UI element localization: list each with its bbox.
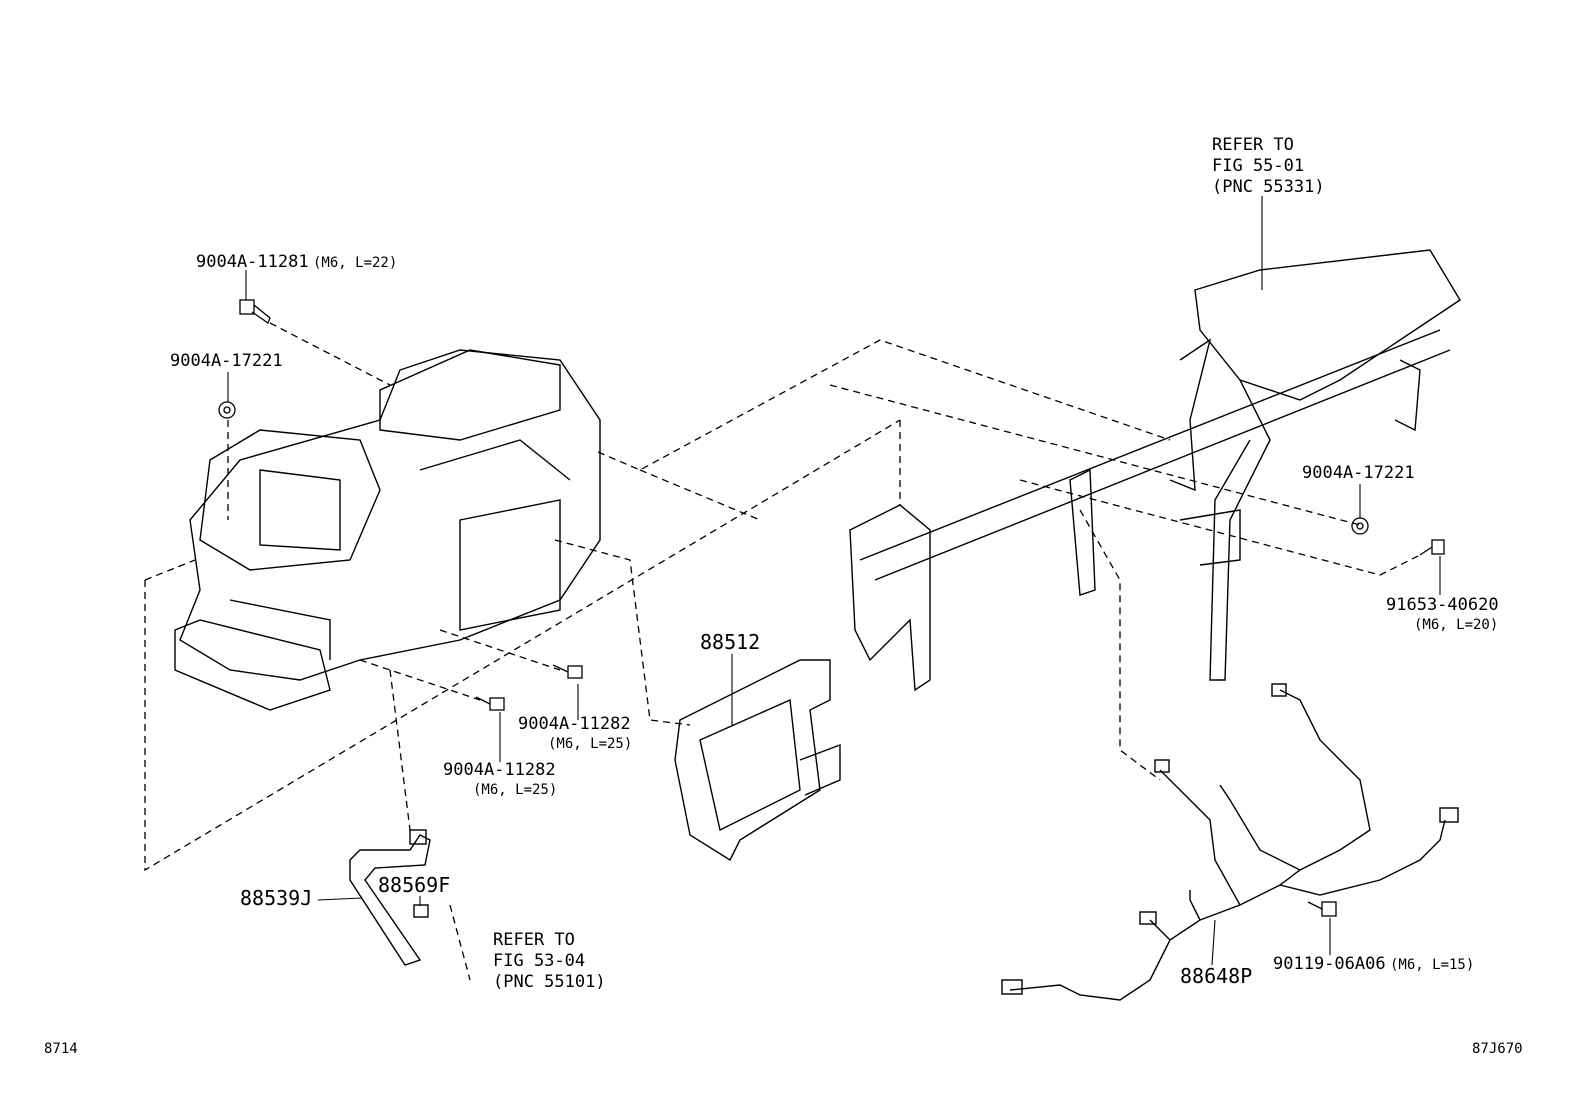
bolt-top-part-number: 9004A-11281 — [196, 252, 309, 272]
aspirator-hose — [349, 829, 431, 966]
sensor-part-number: 88569F — [378, 873, 451, 897]
bolt-mid-a-icon — [552, 664, 583, 679]
bolt-mid-a-spec: (M6, L=25) — [548, 736, 633, 752]
fasteners — [218, 299, 1445, 917]
refer-top-line3: (PNC 55331) — [1212, 177, 1325, 197]
bracket-part-number: 88512 — [700, 630, 761, 654]
footer-right-code: 87J670 — [1472, 1041, 1523, 1057]
bolt-mid-b-spec: (M6, L=25) — [473, 782, 558, 798]
refer-bottom-line2: FIG 53-04 — [493, 951, 586, 971]
bolt-mid-a-part-number: 9004A-11282 — [518, 714, 631, 734]
dashboard-frame — [849, 249, 1461, 692]
nut-left-icon — [218, 401, 236, 419]
refer-bottom-line3: (PNC 55101) — [493, 972, 606, 992]
bolt-mid-b-icon — [475, 696, 505, 711]
bolt-harness-spec: (M6, L=15) — [1390, 957, 1475, 973]
nut-right-icon — [1351, 517, 1369, 535]
solid-leader-lines — [227, 196, 1441, 966]
refer-top-line1: REFER TO — [1212, 135, 1294, 155]
nut-left-part-number: 9004A-17221 — [170, 351, 283, 371]
bolt-top-spec: (M6, L=22) — [313, 255, 398, 271]
refer-top-line2: FIG 55-01 — [1212, 156, 1305, 176]
footer-left-code: 8714 — [44, 1041, 78, 1057]
bolt-harness-part-number: 90119-06A06 — [1273, 954, 1386, 974]
nut-right-part-number: 9004A-17221 — [1302, 463, 1415, 483]
bolt-right-spec: (M6, L=20) — [1414, 617, 1499, 633]
hose-part-number: 88539J — [240, 886, 313, 910]
bolt-top-icon — [239, 299, 271, 324]
bolt-right-part-number: 91653-40620 — [1386, 595, 1499, 615]
ecu-bracket — [674, 659, 841, 862]
wire-harness — [1001, 683, 1459, 1001]
hvac-unit — [174, 349, 601, 711]
harness-part-number: 88648P — [1180, 964, 1253, 988]
refer-bottom-line1: REFER TO — [493, 930, 575, 950]
bolt-right-icon — [1419, 539, 1445, 556]
bolt-harness-icon — [1307, 901, 1337, 917]
dashed-leader-lines — [144, 322, 1421, 981]
bolt-mid-b-part-number: 9004A-11282 — [443, 760, 556, 780]
